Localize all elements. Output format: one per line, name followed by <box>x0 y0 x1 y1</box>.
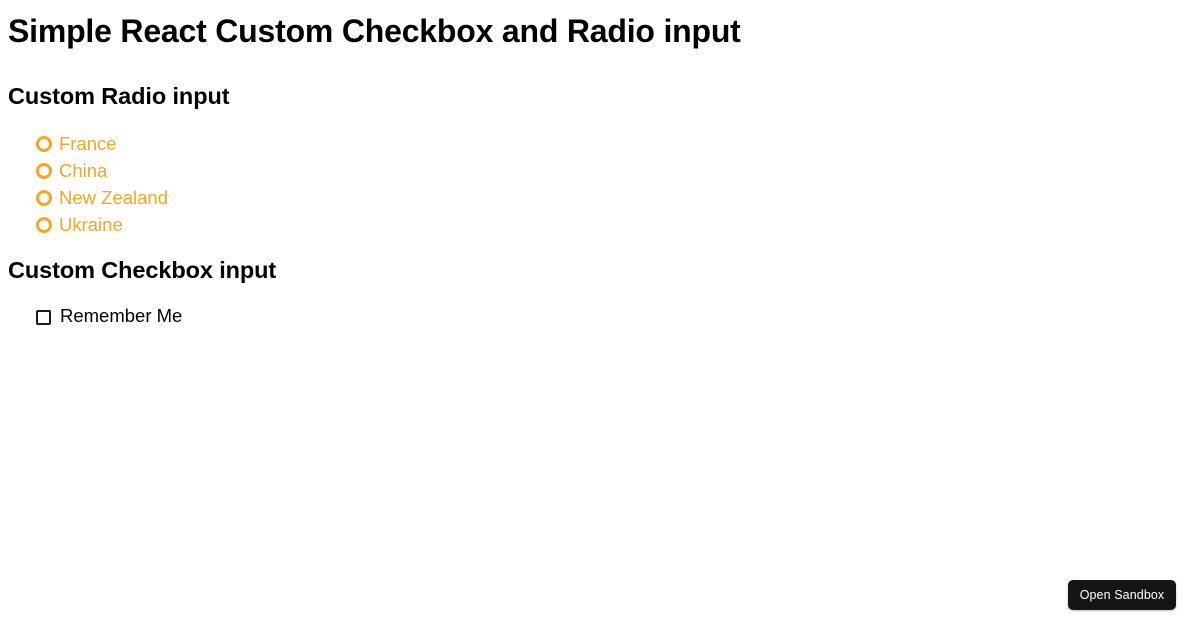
custom-radio-group: France China New Zealand Ukraine <box>36 130 168 238</box>
radio-circle-icon[interactable] <box>36 189 52 206</box>
radio-option-china[interactable]: China <box>36 157 168 184</box>
radio-circle-icon[interactable] <box>36 162 52 179</box>
radio-option-france[interactable]: France <box>36 130 168 157</box>
radio-section-heading: Custom Radio input <box>8 83 230 109</box>
page-title: Simple React Custom Checkbox and Radio i… <box>8 13 741 49</box>
checkbox-option-label: Remember Me <box>60 305 183 326</box>
checkbox-option-remember-me[interactable]: Remember Me <box>36 305 182 327</box>
radio-option-label: Ukraine <box>59 213 123 235</box>
radio-option-new-zealand[interactable]: New Zealand <box>36 184 168 211</box>
radio-option-ukraine[interactable]: Ukraine <box>36 211 168 238</box>
checkbox-square-icon[interactable] <box>36 309 51 325</box>
radio-option-label: China <box>59 159 108 181</box>
checkbox-section-heading: Custom Checkbox input <box>8 257 277 283</box>
open-sandbox-button[interactable]: Open Sandbox <box>1068 580 1176 610</box>
radio-circle-icon[interactable] <box>36 135 52 152</box>
radio-option-label: France <box>59 132 117 154</box>
radio-circle-icon[interactable] <box>36 216 52 233</box>
custom-checkbox-group: Remember Me <box>36 305 182 327</box>
radio-option-label: New Zealand <box>59 186 169 208</box>
